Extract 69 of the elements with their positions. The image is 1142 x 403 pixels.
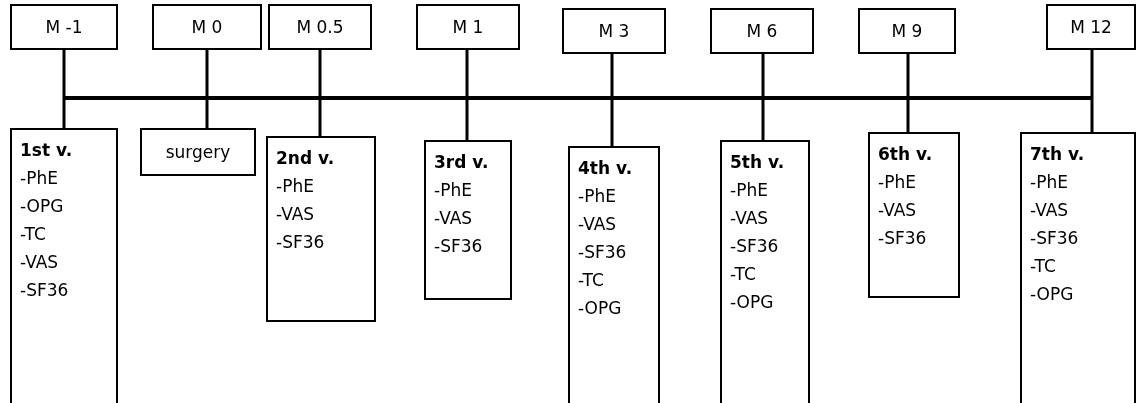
- assessment-item: -PhE: [1030, 171, 1069, 194]
- month-box: [268, 4, 372, 50]
- connector-line: [62, 50, 66, 128]
- visit-box: [568, 146, 660, 403]
- assessment-item: -TC: [20, 223, 47, 246]
- connector-line: [1090, 50, 1094, 132]
- month-label: M 12: [1070, 17, 1112, 37]
- month-label: M 9: [891, 21, 923, 41]
- assessment-item: -SF36: [578, 241, 628, 264]
- assessment-item: -OPG: [578, 297, 623, 320]
- event-label: surgery: [165, 142, 231, 162]
- month-label: M 3: [598, 21, 630, 41]
- assessment-item: -TC: [730, 263, 757, 286]
- visit-box: [720, 140, 810, 403]
- assessment-item: -OPG: [1030, 283, 1075, 306]
- month-box: [416, 4, 520, 50]
- assessment-item: -PhE: [878, 171, 917, 194]
- connector-line: [906, 54, 910, 132]
- assessment-item: -TC: [1030, 255, 1057, 278]
- visit-box: [868, 132, 960, 298]
- visit-heading: 3rd v.: [434, 151, 490, 174]
- visit-heading: 2nd v.: [276, 147, 336, 170]
- month-box: [152, 4, 262, 50]
- month-label: M 0.5: [296, 17, 344, 37]
- assessment-item: -VAS: [434, 207, 474, 230]
- month-label: M -1: [45, 17, 83, 37]
- assessment-item: -TC: [578, 269, 605, 292]
- month-box: [10, 4, 118, 50]
- connector-line: [205, 50, 209, 128]
- assessment-item: -PhE: [730, 179, 769, 202]
- visit-box: [1020, 132, 1136, 403]
- connector-line: [465, 50, 469, 140]
- month-label: M 0: [191, 17, 223, 37]
- assessment-item: -SF36: [276, 231, 326, 254]
- visit-heading: 5th v.: [730, 151, 786, 174]
- assessment-item: -SF36: [1030, 227, 1080, 250]
- assessment-item: -OPG: [730, 291, 775, 314]
- visit-heading: 4th v.: [578, 157, 634, 180]
- month-box: [858, 8, 956, 54]
- visit-box: [266, 136, 376, 322]
- connector-line: [610, 54, 614, 146]
- assessment-item: -VAS: [878, 199, 918, 222]
- visit-heading: 6th v.: [878, 143, 934, 166]
- connector-line: [318, 50, 322, 136]
- assessment-item: -SF36: [730, 235, 780, 258]
- month-box: [562, 8, 666, 54]
- month-box: [710, 8, 814, 54]
- assessment-item: -PhE: [578, 185, 617, 208]
- visit-box: [140, 128, 256, 176]
- assessment-item: -SF36: [20, 279, 70, 302]
- month-label: M 6: [746, 21, 778, 41]
- assessment-item: -SF36: [878, 227, 928, 250]
- assessment-item: -VAS: [20, 251, 60, 274]
- connector-line: [761, 54, 765, 140]
- assessment-item: -OPG: [20, 195, 65, 218]
- visit-heading: 7th v.: [1030, 143, 1086, 166]
- assessment-item: -VAS: [730, 207, 770, 230]
- visit-heading: 1st v.: [20, 139, 74, 162]
- visit-box: [10, 128, 118, 403]
- assessment-item: -VAS: [276, 203, 316, 226]
- assessment-item: -PhE: [434, 179, 473, 202]
- month-label: M 1: [452, 17, 484, 37]
- visit-box: [424, 140, 512, 300]
- month-box: [1046, 4, 1136, 50]
- assessment-item: -SF36: [434, 235, 484, 258]
- assessment-item: -PhE: [276, 175, 315, 198]
- assessment-item: -PhE: [20, 167, 59, 190]
- assessment-item: -VAS: [578, 213, 618, 236]
- assessment-item: -VAS: [1030, 199, 1070, 222]
